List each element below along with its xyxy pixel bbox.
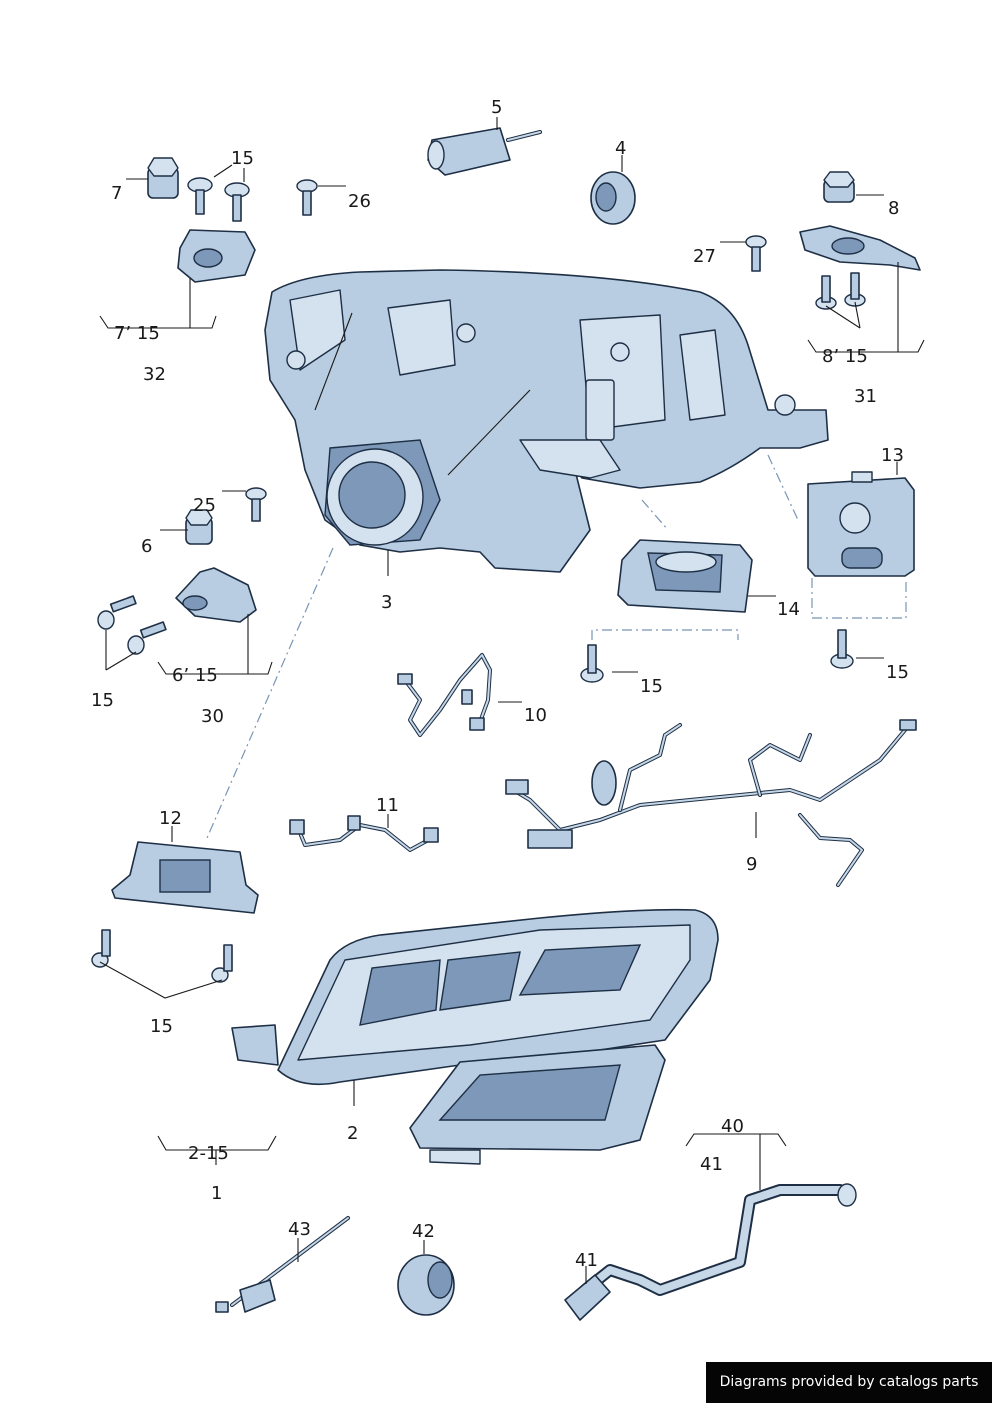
part-32-bracket (177, 229, 256, 283)
label-8-15: 8’ 15 (822, 346, 868, 367)
label-15-right: 15 (886, 662, 909, 683)
label-13: 13 (881, 445, 904, 466)
label-27: 27 (693, 246, 716, 267)
screws-top-left (187, 177, 318, 222)
label-4: 4 (615, 138, 626, 159)
label-31: 31 (854, 386, 877, 407)
part-7-nut (147, 157, 179, 199)
label-6: 6 (141, 536, 152, 557)
label-41-a: 41 (700, 1154, 723, 1175)
label-7-15: 7’ 15 (114, 323, 160, 344)
label-41-b: 41 (575, 1250, 598, 1271)
leader-lines (99, 117, 925, 1284)
label-11: 11 (376, 795, 399, 816)
label-3: 3 (381, 592, 392, 613)
label-15-top: 15 (231, 148, 254, 169)
label-32: 32 (143, 364, 166, 385)
part-9-wiring-harness (505, 719, 917, 887)
label-14: 14 (777, 599, 800, 620)
label-43: 43 (288, 1219, 311, 1240)
part-8-nut (823, 171, 855, 203)
part-30-bracket (97, 567, 257, 655)
label-26: 26 (348, 191, 371, 212)
label-7: 7 (111, 183, 122, 204)
label-9: 9 (746, 854, 757, 875)
screws-mid-right (580, 629, 854, 683)
part-11-wiring (289, 815, 439, 852)
label-25: 25 (193, 495, 216, 516)
part-10-wiring (397, 653, 492, 737)
label-30: 30 (201, 706, 224, 727)
label-1: 1 (211, 1183, 222, 1204)
part-12-control-module (91, 841, 259, 983)
label-2-15: 2-15 (188, 1143, 229, 1164)
headlight-housing (264, 269, 829, 573)
label-15-mid: 15 (640, 676, 663, 697)
part-40-41-hose (564, 1183, 857, 1321)
label-15-left: 15 (91, 690, 114, 711)
part-14-ballast (617, 539, 753, 613)
label-10: 10 (524, 705, 547, 726)
part-43-cable-tie (215, 1216, 350, 1313)
label-42: 42 (412, 1221, 435, 1242)
part-4-grommet (590, 171, 636, 225)
label-8: 8 (888, 198, 899, 219)
part-6-nut (185, 487, 267, 545)
label-15-bottom: 15 (150, 1016, 173, 1037)
part-5-actuator (427, 127, 542, 176)
part-42-grommet (397, 1254, 455, 1316)
part-31-bracket (745, 225, 921, 310)
label-6-15: 6’ 15 (172, 665, 218, 686)
label-12: 12 (159, 808, 182, 829)
label-2: 2 (347, 1123, 358, 1144)
headlight-assembly (231, 908, 719, 1165)
label-5: 5 (491, 97, 502, 118)
diagram-credit-footer: Diagrams provided by catalogs parts (706, 1362, 992, 1403)
part-13-control-unit (807, 471, 915, 577)
assembly-lines (206, 454, 907, 839)
callout-labels: 5 4 15 7 26 8 27 7’ 15 8’ 15 32 31 13 25… (91, 97, 909, 1271)
label-40: 40 (721, 1116, 744, 1137)
